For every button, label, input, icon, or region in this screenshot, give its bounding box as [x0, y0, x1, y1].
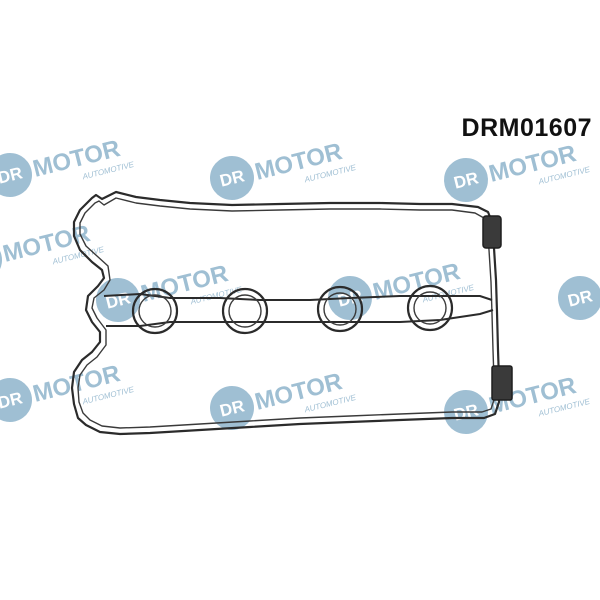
spark-plug-seal-1	[131, 287, 179, 335]
spark-plug-seal-3	[316, 285, 364, 333]
watermark-badge	[558, 276, 600, 320]
gasket-outline-outer	[70, 190, 501, 436]
watermark-badge	[210, 386, 254, 430]
watermark-badge	[0, 153, 32, 197]
watermark-badge	[444, 158, 488, 202]
gasket-tab-upper	[482, 215, 502, 249]
spark-plug-seal-4	[406, 284, 454, 332]
gasket-center-strip	[103, 292, 494, 327]
watermark-badge	[210, 156, 254, 200]
gasket-outline-inner	[77, 197, 495, 429]
gasket-tab-lower	[491, 365, 513, 401]
spark-plug-seal-2	[221, 287, 269, 335]
watermark-badge	[0, 378, 32, 422]
watermark-badge	[96, 278, 140, 322]
part-number-label: DRM01607	[461, 114, 592, 142]
